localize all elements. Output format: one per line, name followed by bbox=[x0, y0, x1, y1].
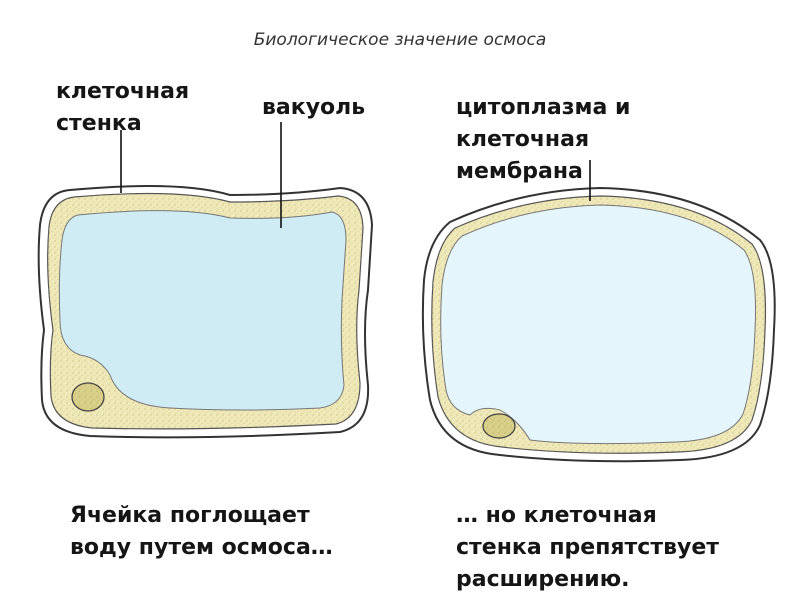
cell-wall-label: клеточная стенка bbox=[56, 76, 189, 140]
left-cell bbox=[37, 185, 374, 439]
left-caption: Ячейка поглощает воду путем осмоса… bbox=[70, 500, 333, 564]
diagram-title: Биологическое значение осмоса bbox=[253, 30, 547, 50]
left-caption-line-1: Ячейка поглощает bbox=[70, 503, 310, 528]
right-caption-line-1: … но клеточная bbox=[456, 503, 657, 528]
right-caption-line-2: стенка препятствует bbox=[456, 535, 720, 560]
vacuole-label-text: вакуоль bbox=[262, 95, 366, 120]
right-cell bbox=[421, 186, 776, 463]
left-nucleus-grain bbox=[73, 384, 103, 410]
left-vacuole bbox=[58, 210, 347, 411]
left-caption-line-2: воду путем осмоса… bbox=[70, 535, 333, 560]
right-caption-line-3: расширению. bbox=[456, 567, 630, 592]
cytoplasm-membrane-label-line-1: цитоплазма и bbox=[456, 95, 631, 120]
cytoplasm-membrane-label-line-2: клеточная bbox=[456, 127, 590, 152]
right-nucleus-grain bbox=[484, 415, 514, 437]
cell-wall-label-line-2: стенка bbox=[56, 111, 142, 136]
right-caption: … но клеточная стенка препятствует расши… bbox=[456, 500, 719, 596]
cytoplasm-membrane-label: цитоплазма и клеточная мембрана bbox=[456, 92, 630, 188]
cytoplasm-membrane-label-line-3: мембрана bbox=[456, 159, 583, 184]
cell-wall-label-line-1: клеточная bbox=[56, 79, 190, 104]
vacuole-label: вакуоль bbox=[262, 92, 365, 124]
right-vacuole bbox=[440, 204, 757, 445]
